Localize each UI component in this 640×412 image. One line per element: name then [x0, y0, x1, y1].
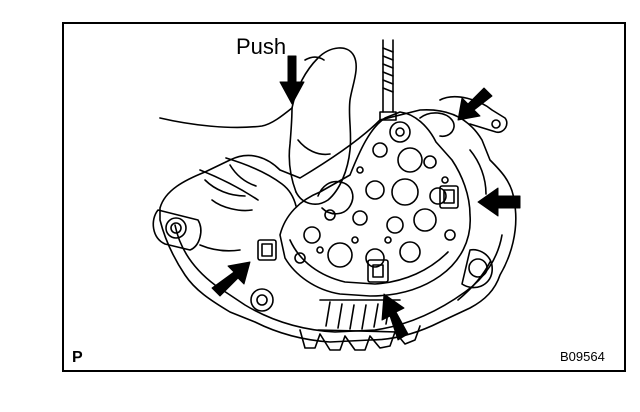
arrow-left [211, 261, 251, 297]
push-label: Push [236, 34, 287, 59]
arrow-bottom [381, 293, 409, 341]
push-down-arrow [279, 55, 305, 105]
terminal-clips [257, 95, 508, 283]
arrows [211, 55, 521, 341]
terminal-bolt [379, 39, 397, 121]
hand-illustration [159, 47, 357, 215]
alternator-housing [152, 109, 517, 351]
corner-mark: P [72, 349, 83, 366]
rectifier-holder [279, 111, 471, 297]
figure-frame [62, 22, 626, 372]
arrow-top-right [457, 87, 493, 121]
arrow-right [477, 187, 521, 217]
figure-code: B09564 [560, 349, 605, 364]
